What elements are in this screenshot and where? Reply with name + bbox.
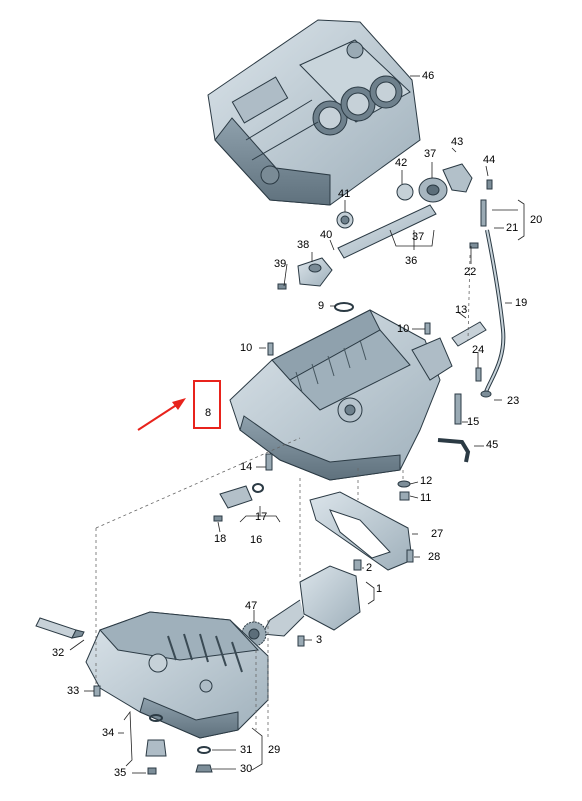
dipstick-tube: [469, 199, 506, 393]
part-label-20[interactable]: 20: [530, 214, 543, 226]
part-label-13[interactable]: 13: [455, 304, 468, 316]
highlight-box: [193, 380, 221, 429]
part-label-33[interactable]: 33: [67, 685, 80, 697]
lower-small-parts: [93, 685, 213, 775]
oil-return-pipe: [437, 438, 471, 463]
part-label-42[interactable]: 42: [395, 157, 408, 169]
leader-lines: [69, 75, 525, 774]
bolt-14: [265, 453, 273, 471]
oil-pump: [241, 559, 362, 647]
part-label-10-right[interactable]: 10: [397, 323, 410, 335]
part-label-46[interactable]: 46: [422, 70, 435, 82]
part-label-38[interactable]: 38: [297, 239, 310, 251]
part-label-2[interactable]: 2: [366, 562, 373, 574]
oil-level-sensor: [213, 483, 264, 522]
chain-tensioner: [277, 257, 333, 290]
part-label-15[interactable]: 15: [467, 416, 480, 428]
part-label-9[interactable]: 9: [318, 300, 325, 312]
part-label-12[interactable]: 12: [420, 475, 433, 487]
part-label-14[interactable]: 14: [240, 461, 253, 473]
part-label-22[interactable]: 22: [464, 266, 477, 278]
part-label-16[interactable]: 16: [250, 534, 263, 546]
part-label-40[interactable]: 40: [320, 229, 333, 241]
part-label-29[interactable]: 29: [268, 744, 281, 756]
part-label-44[interactable]: 44: [483, 154, 496, 166]
part-label-23[interactable]: 23: [507, 395, 520, 407]
part-label-47[interactable]: 47: [245, 600, 258, 612]
part-label-43[interactable]: 43: [451, 136, 464, 148]
part-label-8[interactable]: 8: [205, 407, 212, 419]
part-label-36[interactable]: 36: [405, 255, 418, 267]
part-label-1[interactable]: 1: [376, 583, 383, 595]
sealant-tube: [35, 617, 85, 639]
balance-shaft: [336, 163, 493, 259]
part-label-10-left[interactable]: 10: [240, 342, 253, 354]
upper-oil-pan: [229, 309, 453, 481]
part-label-19[interactable]: 19: [515, 297, 528, 309]
oil-baffle: [309, 491, 414, 571]
part-label-3[interactable]: 3: [316, 634, 323, 646]
part-label-30[interactable]: 30: [240, 763, 253, 775]
part-label-27[interactable]: 27: [431, 528, 444, 540]
part-label-28[interactable]: 28: [428, 551, 441, 563]
part-label-34[interactable]: 34: [102, 727, 115, 739]
part-label-11[interactable]: 11: [420, 492, 432, 504]
drain-plug-upper: [397, 480, 411, 501]
part-label-21[interactable]: 21: [506, 222, 519, 234]
part-label-32[interactable]: 32: [52, 647, 65, 659]
part-label-17[interactable]: 17: [255, 511, 268, 523]
part-label-41[interactable]: 41: [338, 188, 351, 200]
highlight-arrow: [137, 398, 186, 431]
part-label-18[interactable]: 18: [214, 533, 227, 545]
small-parts-upper: [267, 302, 492, 425]
engine-block: [207, 19, 421, 206]
part-label-31[interactable]: 31: [240, 744, 253, 756]
part-label-35[interactable]: 35: [114, 767, 127, 779]
part-label-37-top[interactable]: 37: [424, 148, 437, 160]
part-label-24[interactable]: 24: [472, 344, 485, 356]
part-label-39[interactable]: 39: [274, 258, 287, 270]
part-label-37-bottom[interactable]: 37: [412, 231, 425, 243]
part-label-45[interactable]: 45: [486, 439, 499, 451]
lower-oil-pan: [85, 611, 269, 739]
